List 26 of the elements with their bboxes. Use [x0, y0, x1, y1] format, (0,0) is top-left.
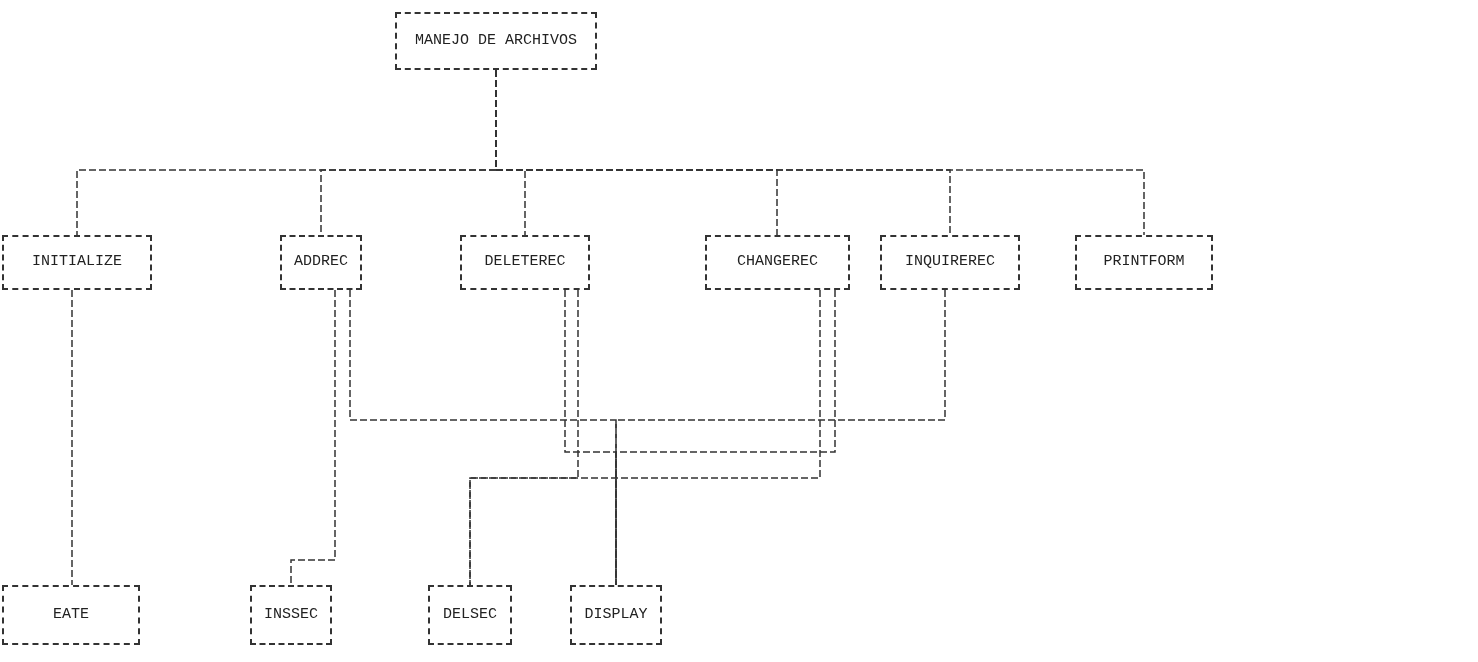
module-name: INITIALIZE [32, 252, 122, 273]
module-name: MANEJO DE ARCHIVOS [415, 30, 577, 51]
module-box [250, 585, 332, 645]
module-box [570, 585, 662, 645]
module-name: DELETEREC [484, 252, 566, 273]
module-name: ADDREC [294, 252, 348, 273]
connector-line [71, 289, 73, 586]
module-name: EATE [53, 604, 89, 625]
module-box [2, 585, 140, 645]
connector-line [290, 289, 336, 586]
module-box [428, 585, 512, 645]
module-box [280, 235, 362, 290]
module-box [1075, 235, 1213, 290]
module-name: INSSEC [264, 604, 318, 625]
module-box [705, 235, 850, 290]
module-box [460, 235, 590, 290]
connector-line [615, 289, 946, 586]
module-box [2, 235, 152, 290]
module-box [395, 12, 597, 70]
module-name: CHANGEREC [737, 252, 818, 273]
module-box [880, 235, 1020, 290]
module-name: DISPLAY [584, 604, 648, 625]
module-name: INQUIREREC [905, 252, 995, 273]
module-name: DELSEC [443, 604, 497, 625]
connector-line [469, 289, 821, 586]
module-name: PRINTFORM [1103, 252, 1185, 273]
